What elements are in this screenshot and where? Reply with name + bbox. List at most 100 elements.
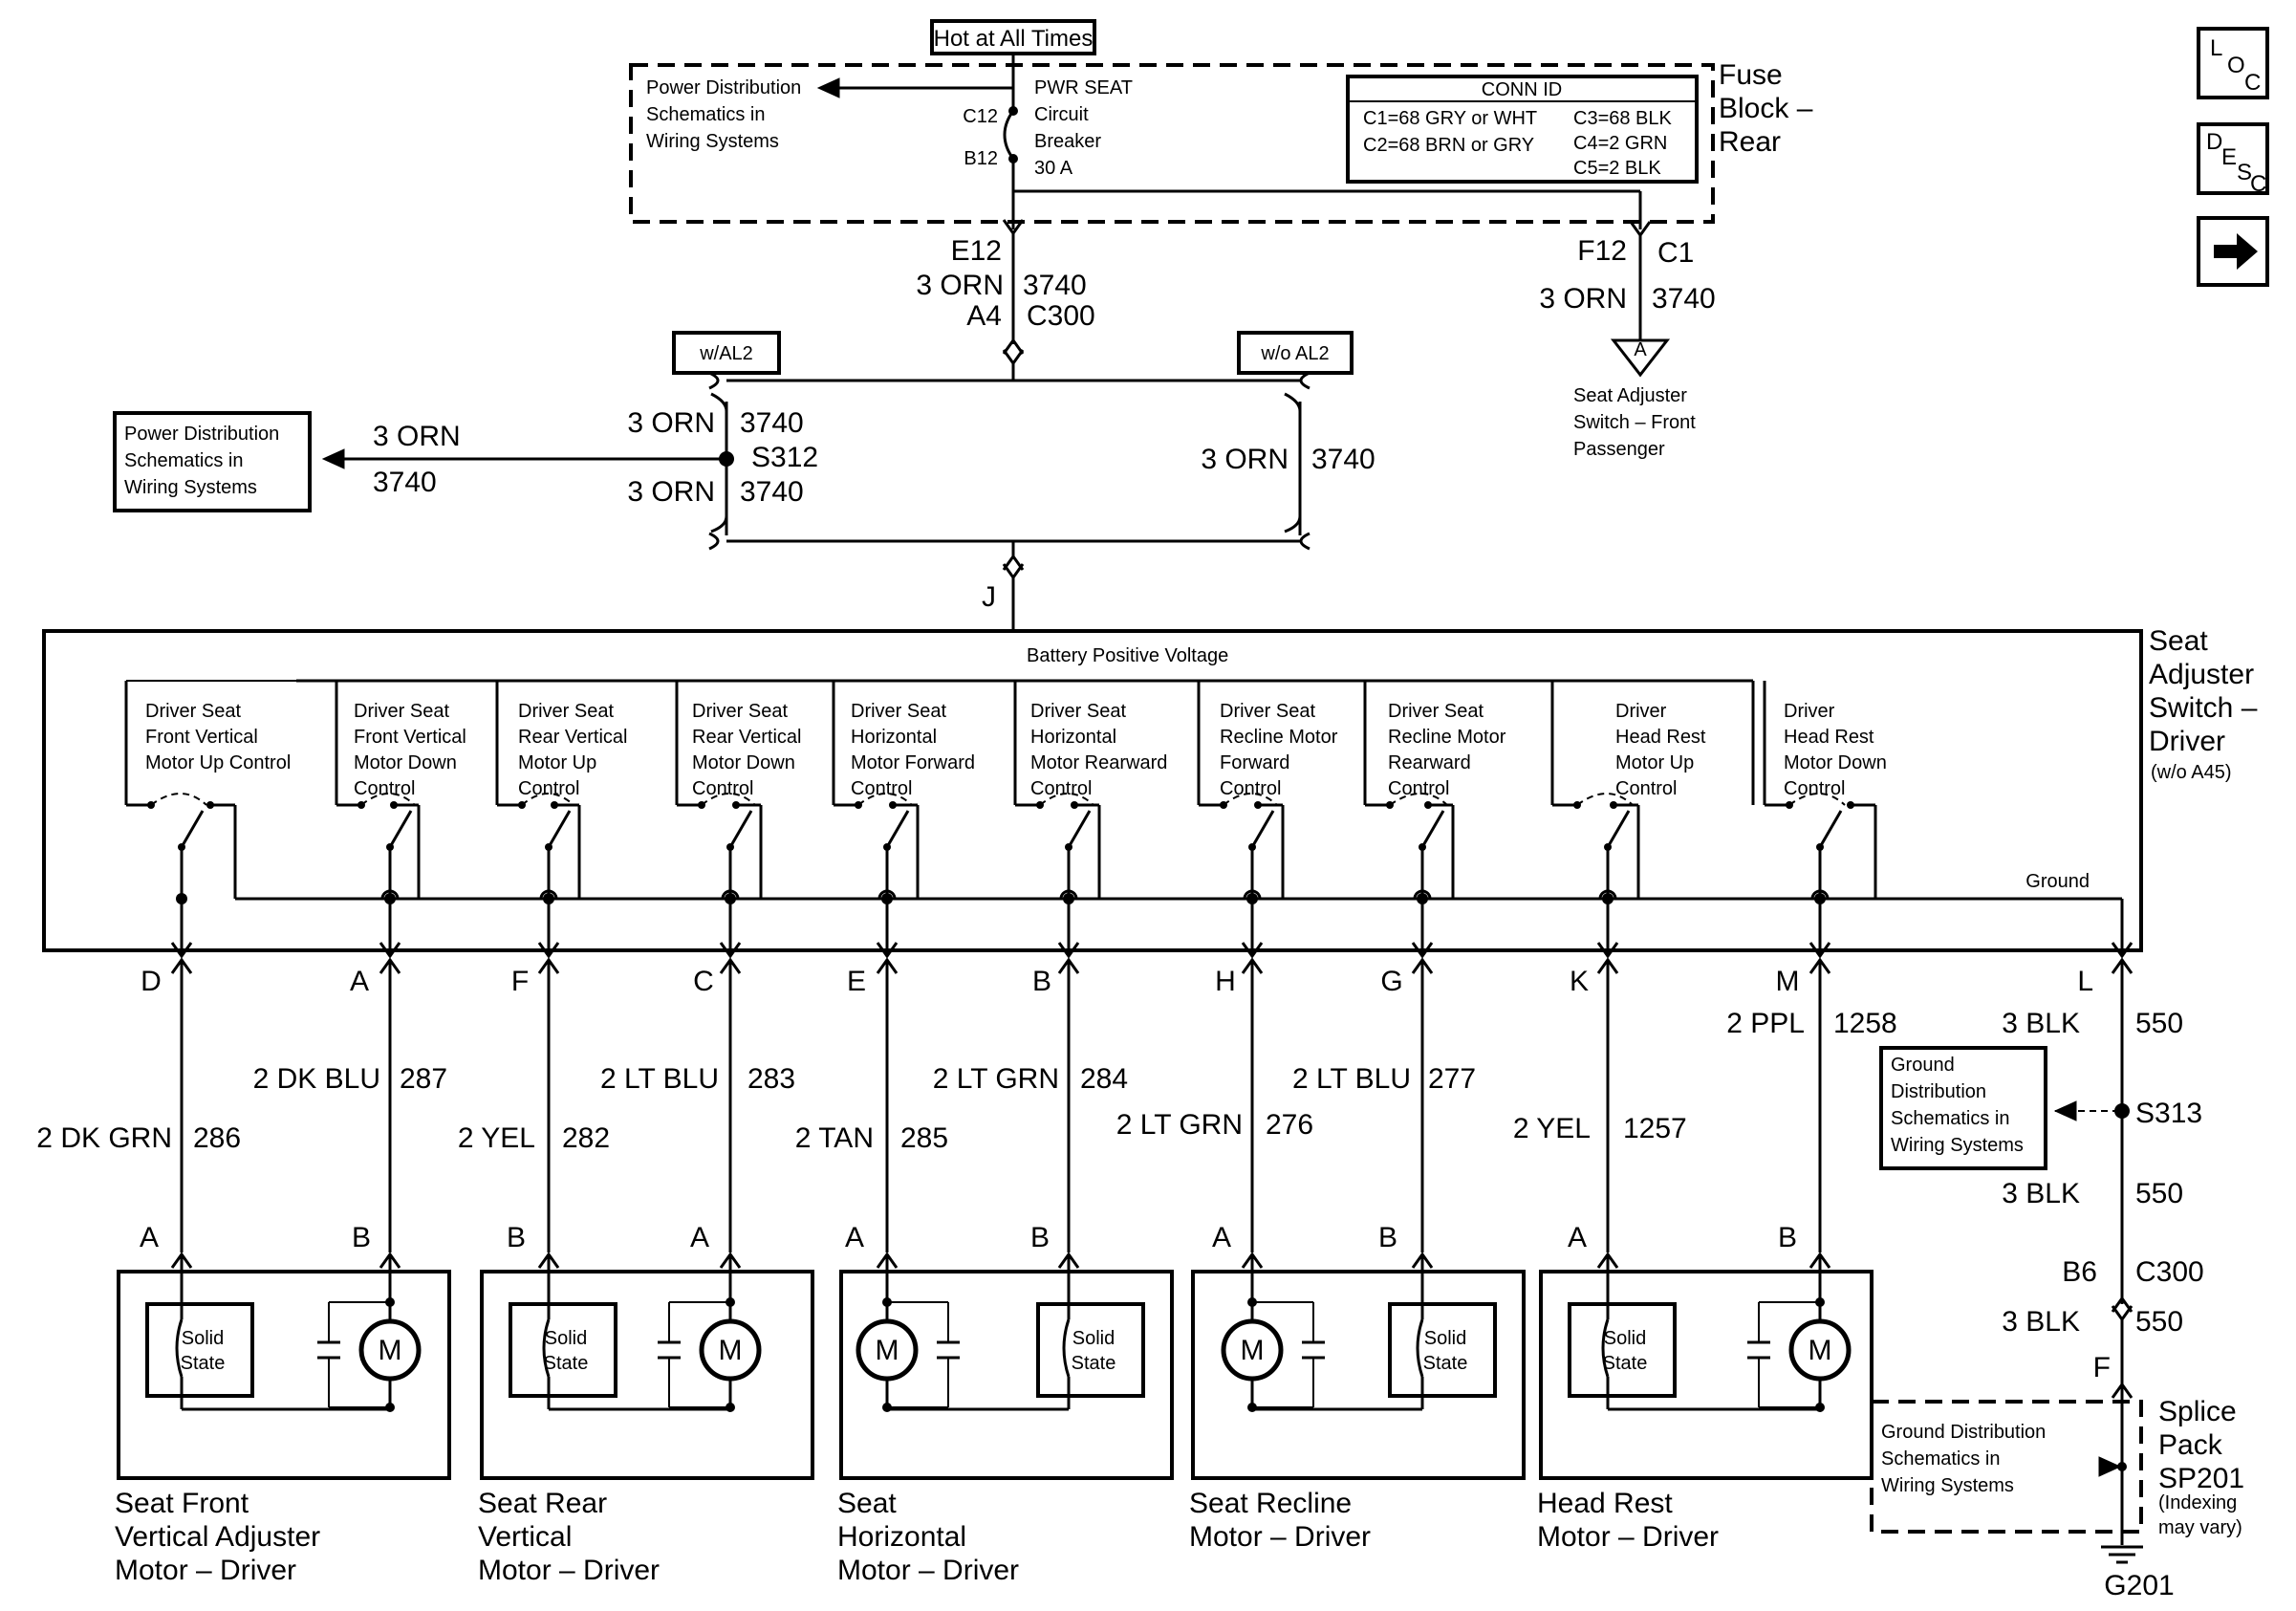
switch-control-label: Recline Motor	[1220, 727, 1338, 748]
switch-title: Adjuster	[2149, 659, 2254, 690]
ground-output-arrow-icon	[2111, 942, 2134, 959]
switch-pin-label: F	[511, 966, 529, 997]
ground-wire3-circuit: 550	[2135, 1306, 2183, 1338]
ground-dist-label: Schematics in	[1891, 1108, 2010, 1129]
switch-linkage	[1576, 793, 1634, 806]
pds-label: Wiring Systems	[124, 477, 257, 498]
ground-wire1-circuit: 550	[2135, 1008, 2183, 1039]
loc-icon: O	[2227, 53, 2245, 78]
option-without-box	[1237, 331, 1354, 375]
ground-dist-label: Distribution	[1891, 1081, 1986, 1102]
splice-top-wire: 3 ORN	[627, 407, 715, 439]
splice-bottom-wire: 3 ORN	[627, 476, 715, 508]
desc-icon: C	[2250, 171, 2266, 197]
option-without: w/o AL2	[1260, 343, 1329, 364]
wire-circuit-label: 284	[1080, 1063, 1128, 1095]
pin-c12-dot	[1008, 106, 1018, 116]
fuse-block-title: Rear	[1719, 126, 1781, 158]
switch-blade	[728, 810, 753, 848]
wire-crossover	[539, 889, 558, 900]
solid-state-label: Solid	[182, 1328, 224, 1349]
wire-color-label: 2 TAN	[795, 1122, 874, 1154]
solid-state-label: Solid	[1424, 1328, 1466, 1349]
switch-control-label: Head Rest	[1784, 727, 1874, 748]
connector-a4-icon	[1002, 349, 1025, 366]
switch-blade	[1606, 810, 1631, 848]
wire-color-label: 2 LT BLU	[600, 1063, 719, 1095]
option-bracket	[1299, 532, 1310, 551]
wire-color-label: 2 DK BLU	[253, 1063, 380, 1095]
solid-state-label: Solid	[545, 1328, 587, 1349]
switch-output-arrow-icon	[719, 942, 742, 959]
junction	[725, 893, 736, 904]
switch-linkage	[1223, 793, 1278, 806]
motor-name: Vertical	[478, 1521, 572, 1553]
switch-pin-label: E	[847, 966, 866, 997]
motor-name: Motor – Driver	[1537, 1521, 1719, 1553]
pin-f12: F12	[1577, 235, 1627, 267]
wire-crossover	[1598, 889, 1617, 900]
motor-pin-label: B	[507, 1222, 526, 1253]
desc-button	[2197, 122, 2269, 195]
switch-output-arrow-icon	[876, 942, 899, 959]
switch-control-label: Motor Down	[692, 752, 795, 773]
pin-e12: E12	[951, 235, 1002, 267]
breaker-label: 30 A	[1034, 158, 1073, 179]
switch-output-arrow-icon	[1241, 942, 1264, 959]
battery-positive-voltage-label: Battery Positive Voltage	[1027, 645, 1228, 666]
wire-crossover	[1059, 889, 1078, 900]
solid-state-switch	[1062, 1318, 1071, 1378]
motor-name: Seat Front	[115, 1488, 249, 1519]
motor-name: Seat Rear	[478, 1488, 607, 1519]
conn-id-right: C3=68 BLK	[1573, 108, 1673, 129]
wire-crossover	[380, 889, 400, 900]
junction	[384, 893, 396, 904]
junction	[1063, 893, 1074, 904]
junction	[1602, 893, 1614, 904]
switch-control-label: Driver	[1615, 701, 1667, 722]
switch-control-label: Control	[851, 778, 912, 799]
pin-b6: B6	[2062, 1256, 2097, 1288]
arrow-left-icon	[321, 448, 345, 469]
splice-pack-label: Splice	[2158, 1396, 2237, 1427]
switch-control-label: Motor Rearward	[1030, 752, 1167, 773]
wire-circuit-label: 277	[1428, 1063, 1476, 1095]
switch-control-label: Forward	[1220, 752, 1289, 773]
solid-state-label: State	[1603, 1353, 1648, 1374]
motor-pin-label: B	[352, 1222, 371, 1253]
solid-state-label: State	[181, 1353, 226, 1374]
junction	[1814, 893, 1826, 904]
ground-wire3-color: 3 BLK	[2002, 1306, 2080, 1338]
feed-wire-color: 3 ORN	[916, 270, 1004, 301]
motor-symbol: M	[876, 1335, 899, 1366]
passenger-switch-label: Passenger	[1573, 439, 1665, 460]
switch-control-label: Motor Up	[518, 752, 596, 773]
solid-state-label: State	[544, 1353, 589, 1374]
motor-pin-label: B	[1030, 1222, 1050, 1253]
conn-id-left: C1=68 GRY or WHT	[1363, 108, 1537, 129]
splice-dot	[2117, 1462, 2127, 1471]
switch-control-label: Motor Down	[354, 752, 457, 773]
switch-pin-label: G	[1380, 966, 1402, 997]
solid-state-switch	[1601, 1318, 1610, 1378]
pds-label: Power Distribution	[124, 424, 279, 445]
wire-circuit-label: 1257	[1623, 1113, 1687, 1144]
wire-circuit-label: 283	[747, 1063, 795, 1095]
motor-name: Head Rest	[1537, 1488, 1673, 1519]
alt-wire-color: 3 ORN	[1201, 444, 1289, 475]
connector-c1: C1	[1657, 237, 1694, 269]
solid-state-box	[1388, 1302, 1497, 1398]
switch-control-label: Control	[1388, 778, 1449, 799]
motor-pin-label: A	[690, 1222, 709, 1253]
motor-name: Motor – Driver	[115, 1555, 296, 1586]
connector-c300: C300	[1027, 300, 1095, 332]
solid-state-box	[1036, 1302, 1145, 1398]
motor-pin-label: A	[845, 1222, 864, 1253]
switch-control-label: Driver Seat	[1388, 701, 1484, 722]
fuse-pds-label: Power Distribution	[646, 77, 801, 98]
connector-c300-ground: C300	[2135, 1256, 2204, 1288]
switch-control-label: Recline Motor	[1388, 727, 1506, 748]
solid-state-box	[1568, 1302, 1677, 1398]
pin-j: J	[982, 581, 996, 613]
